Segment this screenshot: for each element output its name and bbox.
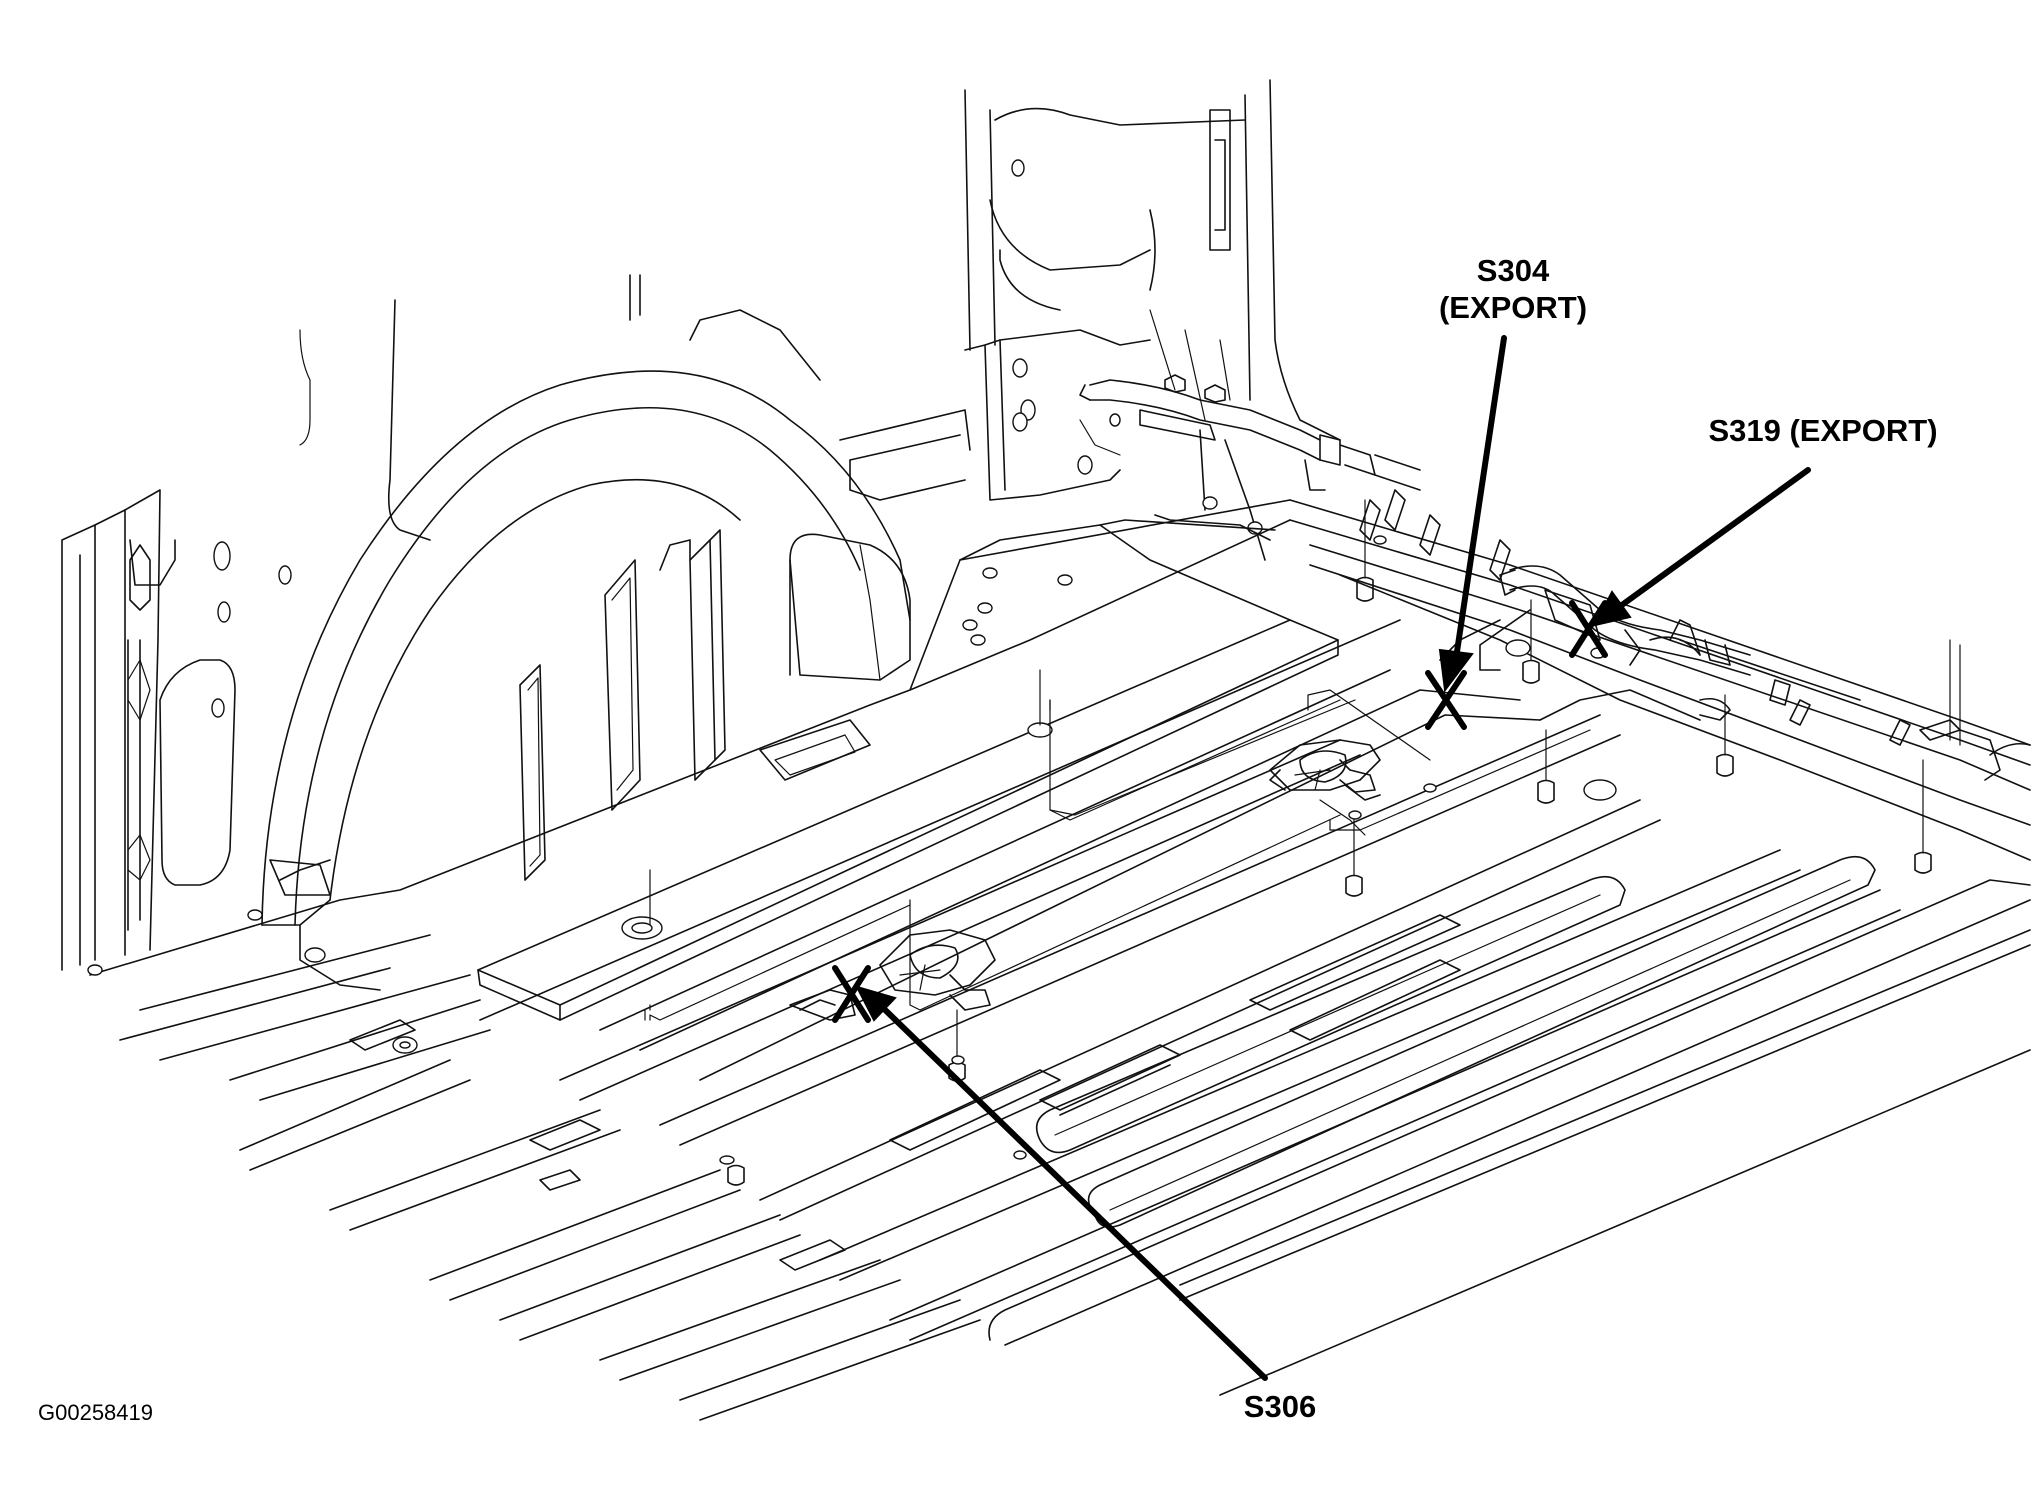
callout-markers bbox=[832, 335, 1811, 1381]
wheel-house-block bbox=[789, 533, 911, 681]
s306-x-mark bbox=[832, 965, 871, 1023]
s319-x-mark bbox=[1569, 600, 1608, 658]
s304-leader bbox=[1452, 335, 1507, 668]
s304-callout: S304 (EXPORT) bbox=[1438, 252, 1588, 326]
s304-label: S304 bbox=[1476, 253, 1550, 288]
s304-sublabel: (EXPORT) bbox=[1438, 290, 1588, 325]
s304-x-mark bbox=[1425, 670, 1467, 730]
s306-label: S306 bbox=[1243, 1389, 1317, 1424]
s319-label: S319 (EXPORT) bbox=[1708, 413, 1938, 448]
wheel-house-ribs bbox=[519, 529, 726, 881]
tie-down-bracket-center bbox=[1269, 739, 1381, 801]
rear-wheel-house bbox=[261, 274, 911, 991]
pillar-harness bbox=[1079, 309, 1421, 561]
s306-arrowhead bbox=[855, 985, 897, 1022]
s319-leader bbox=[1612, 467, 1811, 613]
studs bbox=[727, 499, 1932, 1186]
right-sill-rail bbox=[1289, 489, 2031, 861]
left-side-panel bbox=[61, 489, 292, 971]
rear-pillar bbox=[839, 79, 1341, 501]
s306-leader bbox=[877, 1002, 1268, 1381]
s304-arrowhead bbox=[1438, 648, 1474, 693]
figure-id: G00258419 bbox=[38, 1400, 153, 1425]
floor-pan bbox=[87, 499, 2031, 1421]
tie-down-bracket-front bbox=[789, 929, 996, 1021]
